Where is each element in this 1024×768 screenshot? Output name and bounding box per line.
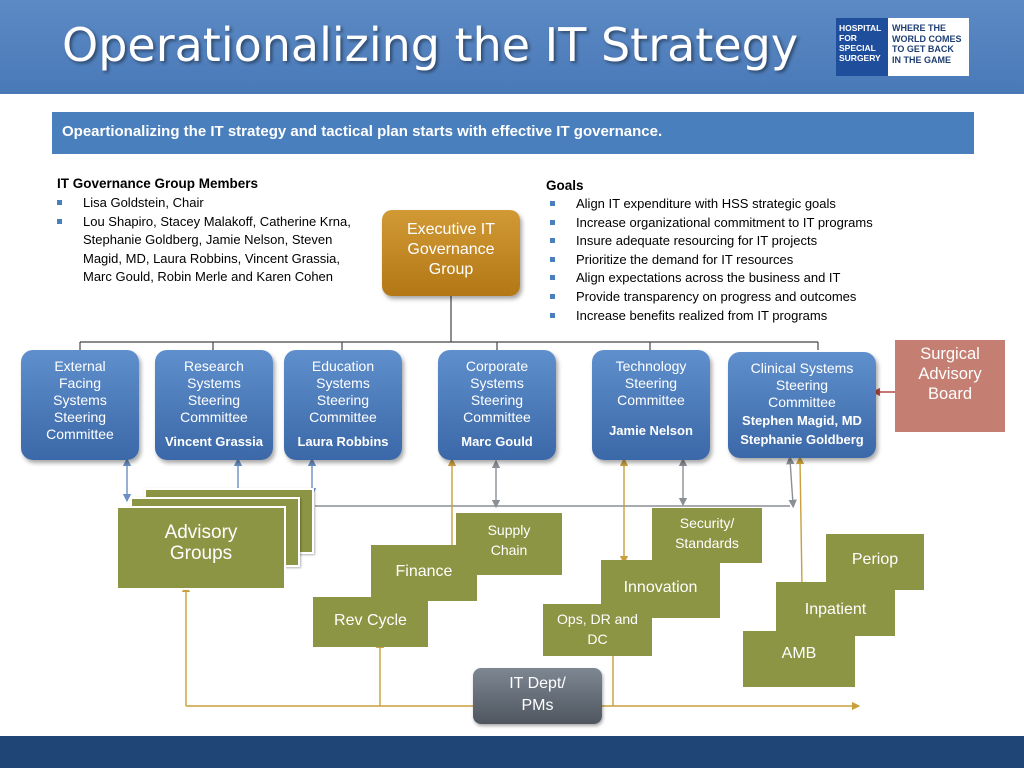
- committee-title: Education Systems Steering Committee: [309, 358, 377, 425]
- committee-title: External Facing Systems Steering Committ…: [46, 358, 114, 442]
- header-bar: Operationalizing the IT Strategy HOSPITA…: [0, 0, 1024, 94]
- committee-chair: Stephen Magid, MD Stephanie Goldberg: [740, 413, 864, 447]
- committee-education: Education Systems Steering Committee Lau…: [284, 350, 402, 460]
- goal-item: Increase benefits realized from IT progr…: [548, 307, 873, 326]
- governance-title: IT Governance Group Members: [57, 176, 259, 191]
- goal-item: Align IT expenditure with HSS strategic …: [548, 195, 873, 214]
- logo-hospital-text: HOSPITAL FOR SPECIAL SURGERY: [836, 18, 888, 76]
- advisory-groups: Advisory Groups: [116, 506, 286, 590]
- group-rev-cycle: Rev Cycle: [313, 597, 428, 647]
- committee-title: Corporate Systems Steering Committee: [463, 358, 531, 425]
- goal-item: Increase organizational commitment to IT…: [548, 214, 873, 233]
- hss-logo: HOSPITAL FOR SPECIAL SURGERY WHERE THE W…: [836, 18, 969, 76]
- footer-bar: [0, 736, 1024, 768]
- group-finance: Finance: [371, 545, 477, 601]
- committee-chair: Jamie Nelson: [609, 423, 693, 438]
- committee-title: Clinical Systems Steering Committee: [750, 360, 854, 410]
- it-dept-pms: IT Dept/ PMs: [473, 668, 602, 724]
- group-security-standards: Security/ Standards: [652, 508, 762, 563]
- goal-item: Provide transparency on progress and out…: [548, 288, 873, 307]
- surgical-advisory-board: Surgical Advisory Board: [895, 340, 1005, 432]
- committee-chair: Vincent Grassia: [164, 434, 264, 449]
- committee-research: Research Systems Steering Committee Vinc…: [155, 350, 273, 460]
- governance-chair: Lisa Goldstein, Chair: [55, 194, 351, 213]
- goals-title: Goals: [546, 178, 584, 193]
- page-title: Operationalizing the IT Strategy: [62, 18, 799, 72]
- governance-banner: Opeartionalizing the IT strategy and tac…: [52, 112, 974, 154]
- goal-item: Insure adequate resourcing for IT projec…: [548, 232, 873, 251]
- committee-chair: Laura Robbins: [297, 434, 389, 449]
- group-ops-dr-dc: Ops, DR and DC: [543, 604, 652, 656]
- it-dept-arrows: [181, 455, 861, 711]
- executive-governance-group: Executive IT Governance Group: [382, 210, 520, 296]
- committee-external-facing: External Facing Systems Steering Committ…: [21, 350, 139, 460]
- committee-chair: Marc Gould: [461, 434, 533, 449]
- committee-corporate: Corporate Systems Steering Committee Mar…: [438, 350, 556, 460]
- group-supply-chain: Supply Chain: [456, 513, 562, 575]
- governance-members: Lou Shapiro, Stacey Malakoff, Catherine …: [55, 213, 351, 287]
- group-inpatient: Inpatient: [776, 582, 895, 636]
- goal-item: Align expectations across the business a…: [548, 269, 873, 288]
- committee-clinical-systems: Clinical Systems Steering Committee Step…: [728, 352, 876, 458]
- group-periop: Periop: [826, 534, 924, 590]
- logo-tagline-text: WHERE THE WORLD COMES TO GET BACK IN THE…: [892, 23, 962, 65]
- goals-list: Align IT expenditure with HSS strategic …: [548, 195, 873, 325]
- group-amb: AMB: [743, 631, 855, 687]
- goal-item: Prioritize the demand for IT resources: [548, 251, 873, 270]
- committee-title: Technology Steering Committee: [615, 358, 687, 408]
- committee-technology: Technology Steering Committee Jamie Nels…: [592, 350, 710, 460]
- org-tree-lines: [79, 296, 819, 350]
- governance-member-list: Lisa Goldstein, Chair Lou Shapiro, Stace…: [55, 194, 351, 287]
- committee-title: Research Systems Steering Committee: [180, 358, 248, 425]
- group-link-lines: [315, 455, 797, 509]
